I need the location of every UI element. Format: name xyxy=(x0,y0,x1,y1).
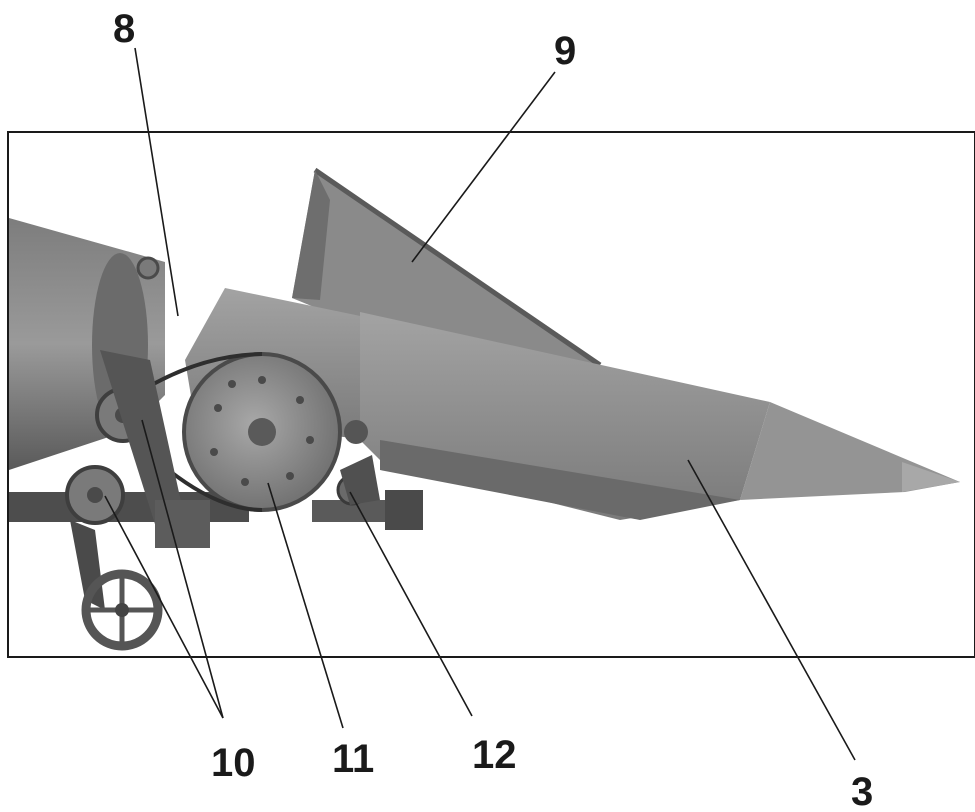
caster-wheel xyxy=(70,520,163,651)
drum-lifting-eye xyxy=(136,256,160,280)
hopper-funnel-inner xyxy=(292,170,330,300)
callout-9: 9 xyxy=(554,29,576,73)
callout-3: 3 xyxy=(851,770,873,812)
callout-8: 8 xyxy=(113,7,135,51)
leader-11 xyxy=(267,482,344,729)
leader-10a xyxy=(141,419,224,719)
main-pulley-bolts xyxy=(210,376,314,486)
callout-labels: 8 9 10 11 12 3 xyxy=(113,7,873,812)
leader-10b xyxy=(104,495,224,719)
leader-9 xyxy=(411,71,556,263)
leader-3 xyxy=(687,459,856,761)
feeder-trough-underside xyxy=(380,440,740,520)
feeder-nose-tip xyxy=(902,462,960,492)
callout-10: 10 xyxy=(211,741,256,785)
support-leg xyxy=(155,500,210,548)
callout-11: 11 xyxy=(332,737,374,781)
leader-12 xyxy=(349,491,473,717)
tension-bracket xyxy=(100,350,185,540)
leader-8 xyxy=(134,47,179,317)
gearbox-coupling xyxy=(344,420,368,444)
leader-lines xyxy=(104,47,856,761)
callout-12: 12 xyxy=(472,733,517,777)
machine-illustration xyxy=(9,167,960,651)
main-pulley-hub xyxy=(248,418,276,446)
small-pulley-lower-hub xyxy=(87,487,103,503)
hopper-funnel-edge xyxy=(313,167,602,368)
